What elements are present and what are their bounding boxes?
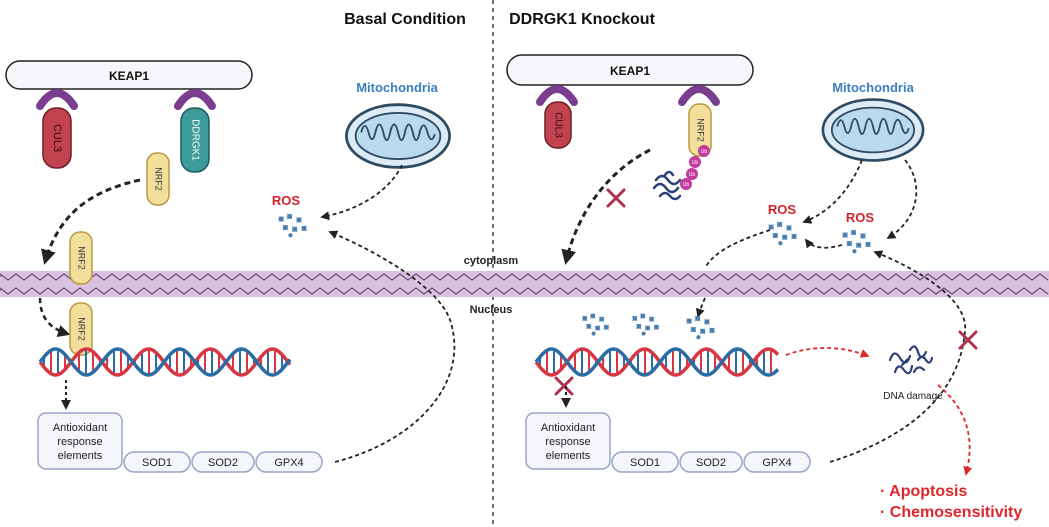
cul3-right-label: CUL3 [552, 112, 563, 138]
nrf2-bound-right [688, 103, 712, 157]
keap1-right [506, 54, 754, 86]
ros-right-1-icon [768, 221, 798, 246]
gene-sod1-left-label: SOD1 [142, 457, 172, 469]
mitochondria-left-label: Mitochondria [356, 80, 438, 95]
ddrgk1-hook-left [174, 89, 216, 110]
arrow-damage-to-outcomes [937, 384, 973, 476]
arrow-mito-to-ros-left [320, 164, 403, 221]
ub-2 [689, 156, 701, 168]
ros-nucleus-1-icon [582, 313, 610, 336]
ros-left-label: ROS [272, 193, 301, 208]
outcome-chemosensitivity: · Chemosensitivity [880, 504, 1022, 521]
inhibit-x-antioxidant [958, 330, 978, 350]
cul3-left [42, 107, 72, 169]
cul3-hook-left [36, 89, 78, 110]
outcome-apoptosis: · Apoptosis [880, 483, 968, 500]
ub-3-label: Ub [689, 172, 696, 178]
dna-damage-label: DNA damage [883, 391, 943, 402]
gene-sod1-right [611, 451, 679, 473]
ros-nucleus-3-icon [686, 315, 716, 340]
keap1-left-label: KEAP1 [109, 69, 149, 83]
nucleus-label: Nucleus [470, 304, 513, 316]
mitochondria-right-icon [821, 98, 925, 162]
are-box-right [525, 412, 611, 470]
ub-3 [686, 168, 698, 180]
cell-membrane [0, 271, 1049, 297]
arrow-ros-into-nucleus [696, 297, 706, 318]
arrow-dna-to-damage [785, 347, 870, 358]
cytoplasm-label: cytoplasm [464, 255, 519, 267]
left-panel-title: Basal Condition [344, 11, 466, 28]
ub-1 [698, 145, 710, 157]
mitochondria-left-icon [345, 103, 451, 169]
inhibit-x-transcription [554, 376, 574, 396]
gene-sod1-left [123, 451, 191, 473]
cul3-hook-right [536, 85, 578, 106]
nrf2-membrane-left-label: NRF2 [77, 246, 87, 270]
nrf2-free-left-label: NRF2 [154, 167, 164, 191]
are-right-line2: response [545, 436, 590, 448]
gene-gpx4-right [743, 451, 811, 473]
dna-damage-icon [888, 345, 934, 375]
mitochondria-right-label: Mitochondria [832, 80, 914, 95]
gene-sod2-right [679, 451, 743, 473]
arrow-mito-to-ros2-right [886, 159, 918, 239]
ddrgk1-left-label: DDRGK1 [189, 119, 200, 161]
dna-helix-right [534, 347, 780, 377]
arrow-nrf2-to-membrane [41, 178, 141, 265]
are-right-line1: Antioxidant [541, 422, 595, 434]
gene-gpx4-left-label: GPX4 [274, 457, 303, 469]
nrf2-membrane-left [69, 231, 93, 285]
gene-sod2-left-label: SOD2 [208, 457, 238, 469]
nrf2-nucleus-left-label: NRF2 [77, 317, 87, 341]
arrow-blocked-nrf2-right [561, 148, 651, 265]
gene-sod2-right-label: SOD2 [696, 457, 726, 469]
dna-helix-left [38, 347, 292, 377]
ub-1-label: Ub [701, 149, 708, 155]
ros-right-2-icon [842, 229, 872, 254]
gene-gpx4-right-label: GPX4 [762, 457, 791, 469]
are-left-line1: Antioxidant [53, 422, 107, 434]
cul3-right [544, 101, 572, 149]
keap1-right-label: KEAP1 [610, 64, 650, 78]
arrow-genes-to-ros-left [328, 230, 456, 463]
inhibit-x-nrf2-translocation [606, 188, 626, 208]
arrow-ros-to-membrane [704, 229, 771, 269]
degraded-nrf2-icon [652, 170, 682, 201]
dna-strand-blue [534, 347, 780, 377]
gene-sod2-left [191, 451, 255, 473]
cul3-left-label: CUL3 [51, 124, 63, 152]
arrow-nrf2-into-nucleus [38, 297, 71, 338]
arrow-ros2-to-ros1 [804, 238, 843, 249]
are-box-left [37, 412, 123, 470]
ddrgk1-left [180, 107, 210, 173]
nrf2-hook-right [678, 85, 720, 106]
are-left-line2: response [57, 436, 102, 448]
nrf2-nucleus-left [69, 302, 93, 356]
ros-right-2-label: ROS [846, 210, 875, 225]
ub-4 [680, 178, 692, 190]
ub-4-label: Ub [683, 182, 690, 188]
ub-2-label: Ub [692, 160, 699, 166]
ros-right-1-label: ROS [768, 202, 797, 217]
keap1-left [5, 60, 253, 90]
gene-gpx4-left [255, 451, 323, 473]
arrow-mito-to-ros1-right [802, 159, 863, 224]
nrf2-free-left [146, 152, 170, 206]
ros-nucleus-2-icon [632, 313, 660, 336]
dna-strand-red [534, 347, 780, 377]
are-left-line3: elements [58, 450, 103, 462]
nrf2-bound-right-label: NRF2 [696, 118, 706, 142]
right-panel-title: DDRGK1 Knockout [509, 11, 655, 28]
are-right-line3: elements [546, 450, 591, 462]
gene-sod1-right-label: SOD1 [630, 457, 660, 469]
dna-strand-blue [38, 347, 292, 377]
ros-left-icon [278, 213, 308, 238]
arrow-genes-to-ros-right [829, 250, 966, 463]
